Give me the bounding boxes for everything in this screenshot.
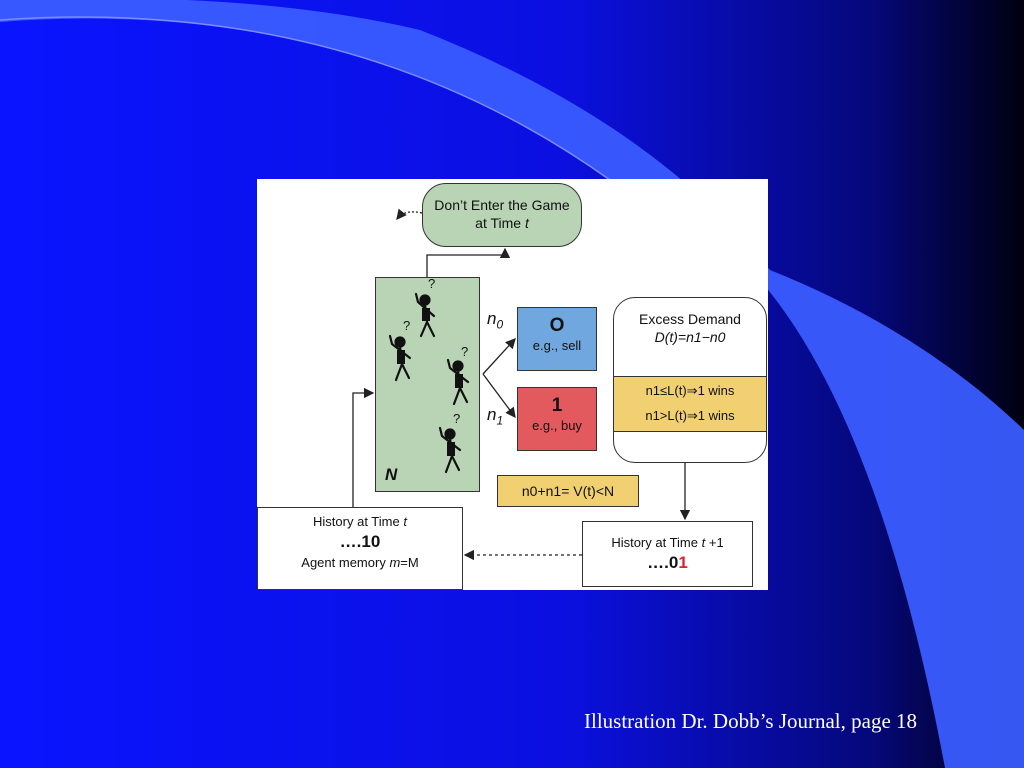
buy-node: 1 e.g., buy <box>517 387 597 451</box>
arrow-history-to-agents <box>352 387 375 507</box>
agent-question-mark: ? <box>428 276 436 291</box>
agent-figure <box>388 334 412 382</box>
arrow-agents-to-buy <box>482 373 516 419</box>
history-t1-node: History at Time t +1 ….01 <box>582 521 753 587</box>
history-t1-sequence-new: 1 <box>678 553 688 572</box>
agent-figure <box>414 292 436 338</box>
slide-caption: Illustration Dr. Dobb’s Journal, page 18 <box>584 709 918 733</box>
history-t-title: History at Time t <box>258 514 462 529</box>
arrow-agents-to-enter <box>426 247 511 277</box>
memory-suffix: =M <box>400 555 419 570</box>
sell-node: O e.g., sell <box>517 307 597 371</box>
dont-enter-line2: at Time t <box>423 214 581 232</box>
buy-digit: 1 <box>551 395 563 416</box>
agent-question-mark: ? <box>403 318 411 333</box>
history-t-title-var: t <box>403 514 407 529</box>
history-t1-sequence-old: ….0 <box>647 553 679 572</box>
excess-demand-node: Excess Demand D(t)=n1−n0 n1≤L(t)⇒1 wins … <box>613 297 767 463</box>
participation-sum-formula: n0+n1= V(t)<N <box>521 483 615 499</box>
buy-text: e.g., buy <box>532 418 582 433</box>
n1-var: n <box>487 405 497 424</box>
history-t-node: History at Time t ….10 Agent memory m=M <box>257 507 463 590</box>
dont-enter-node: Don’t Enter the Game at Time t <box>422 183 582 247</box>
agents-count-label: N <box>385 465 398 484</box>
participation-sum-node: n0+n1= V(t)<N <box>497 475 639 507</box>
history-t1-title-var: t <box>701 535 706 550</box>
history-t-memory: Agent memory m=M <box>258 555 462 570</box>
sell-digit: O <box>549 315 565 336</box>
win-rules-band: n1≤L(t)⇒1 wins n1>L(t)⇒1 wins <box>614 376 766 432</box>
background-arc-edge <box>0 16 611 181</box>
history-t-sequence: ….10 <box>339 532 381 551</box>
history-t-title-text: History at Time <box>313 514 404 529</box>
excess-demand-title-block: Excess Demand D(t)=n1−n0 <box>614 310 766 346</box>
agent-question-mark: ? <box>461 344 469 359</box>
arrow-agents-to-sell <box>482 338 516 375</box>
n0-label: n0 <box>487 309 504 332</box>
diagram-connectors <box>352 208 691 561</box>
dont-enter-line1: Don’t Enter the Game <box>434 197 570 213</box>
arrow-exit-dotted <box>396 208 423 221</box>
n0-sub: 0 <box>496 317 504 332</box>
agent-question-mark: ? <box>453 411 461 426</box>
memory-text: Agent memory <box>301 555 390 570</box>
n0-var: n <box>487 309 497 328</box>
n1-sub: 1 <box>496 413 504 428</box>
win-rule-2: n1>L(t)⇒1 wins <box>645 408 735 423</box>
history-t1-title: History at Time t +1 <box>583 535 752 550</box>
win-rule-1: n1≤L(t)⇒1 wins <box>645 383 735 398</box>
dont-enter-line2-text: at Time <box>475 215 525 231</box>
excess-demand-title: Excess Demand <box>639 311 741 327</box>
history-t1-title-text: History at Time <box>611 535 702 550</box>
history-t1-sequence: ….01 <box>583 550 752 576</box>
n1-label: n1 <box>487 405 504 428</box>
agents-node: ? ? ? ? N <box>375 276 480 492</box>
sell-text: e.g., sell <box>532 338 582 353</box>
excess-demand-formula: D(t)=n1−n0 <box>654 329 726 345</box>
dont-enter-time-var: t <box>524 215 529 231</box>
agent-figure <box>438 426 462 474</box>
memory-var: m <box>389 555 401 570</box>
history-t1-title-suffix: +1 <box>705 535 724 550</box>
minority-game-diagram: Don’t Enter the Game at Time t <box>257 179 768 590</box>
agents-figures <box>388 292 470 474</box>
agent-figure <box>446 358 470 406</box>
